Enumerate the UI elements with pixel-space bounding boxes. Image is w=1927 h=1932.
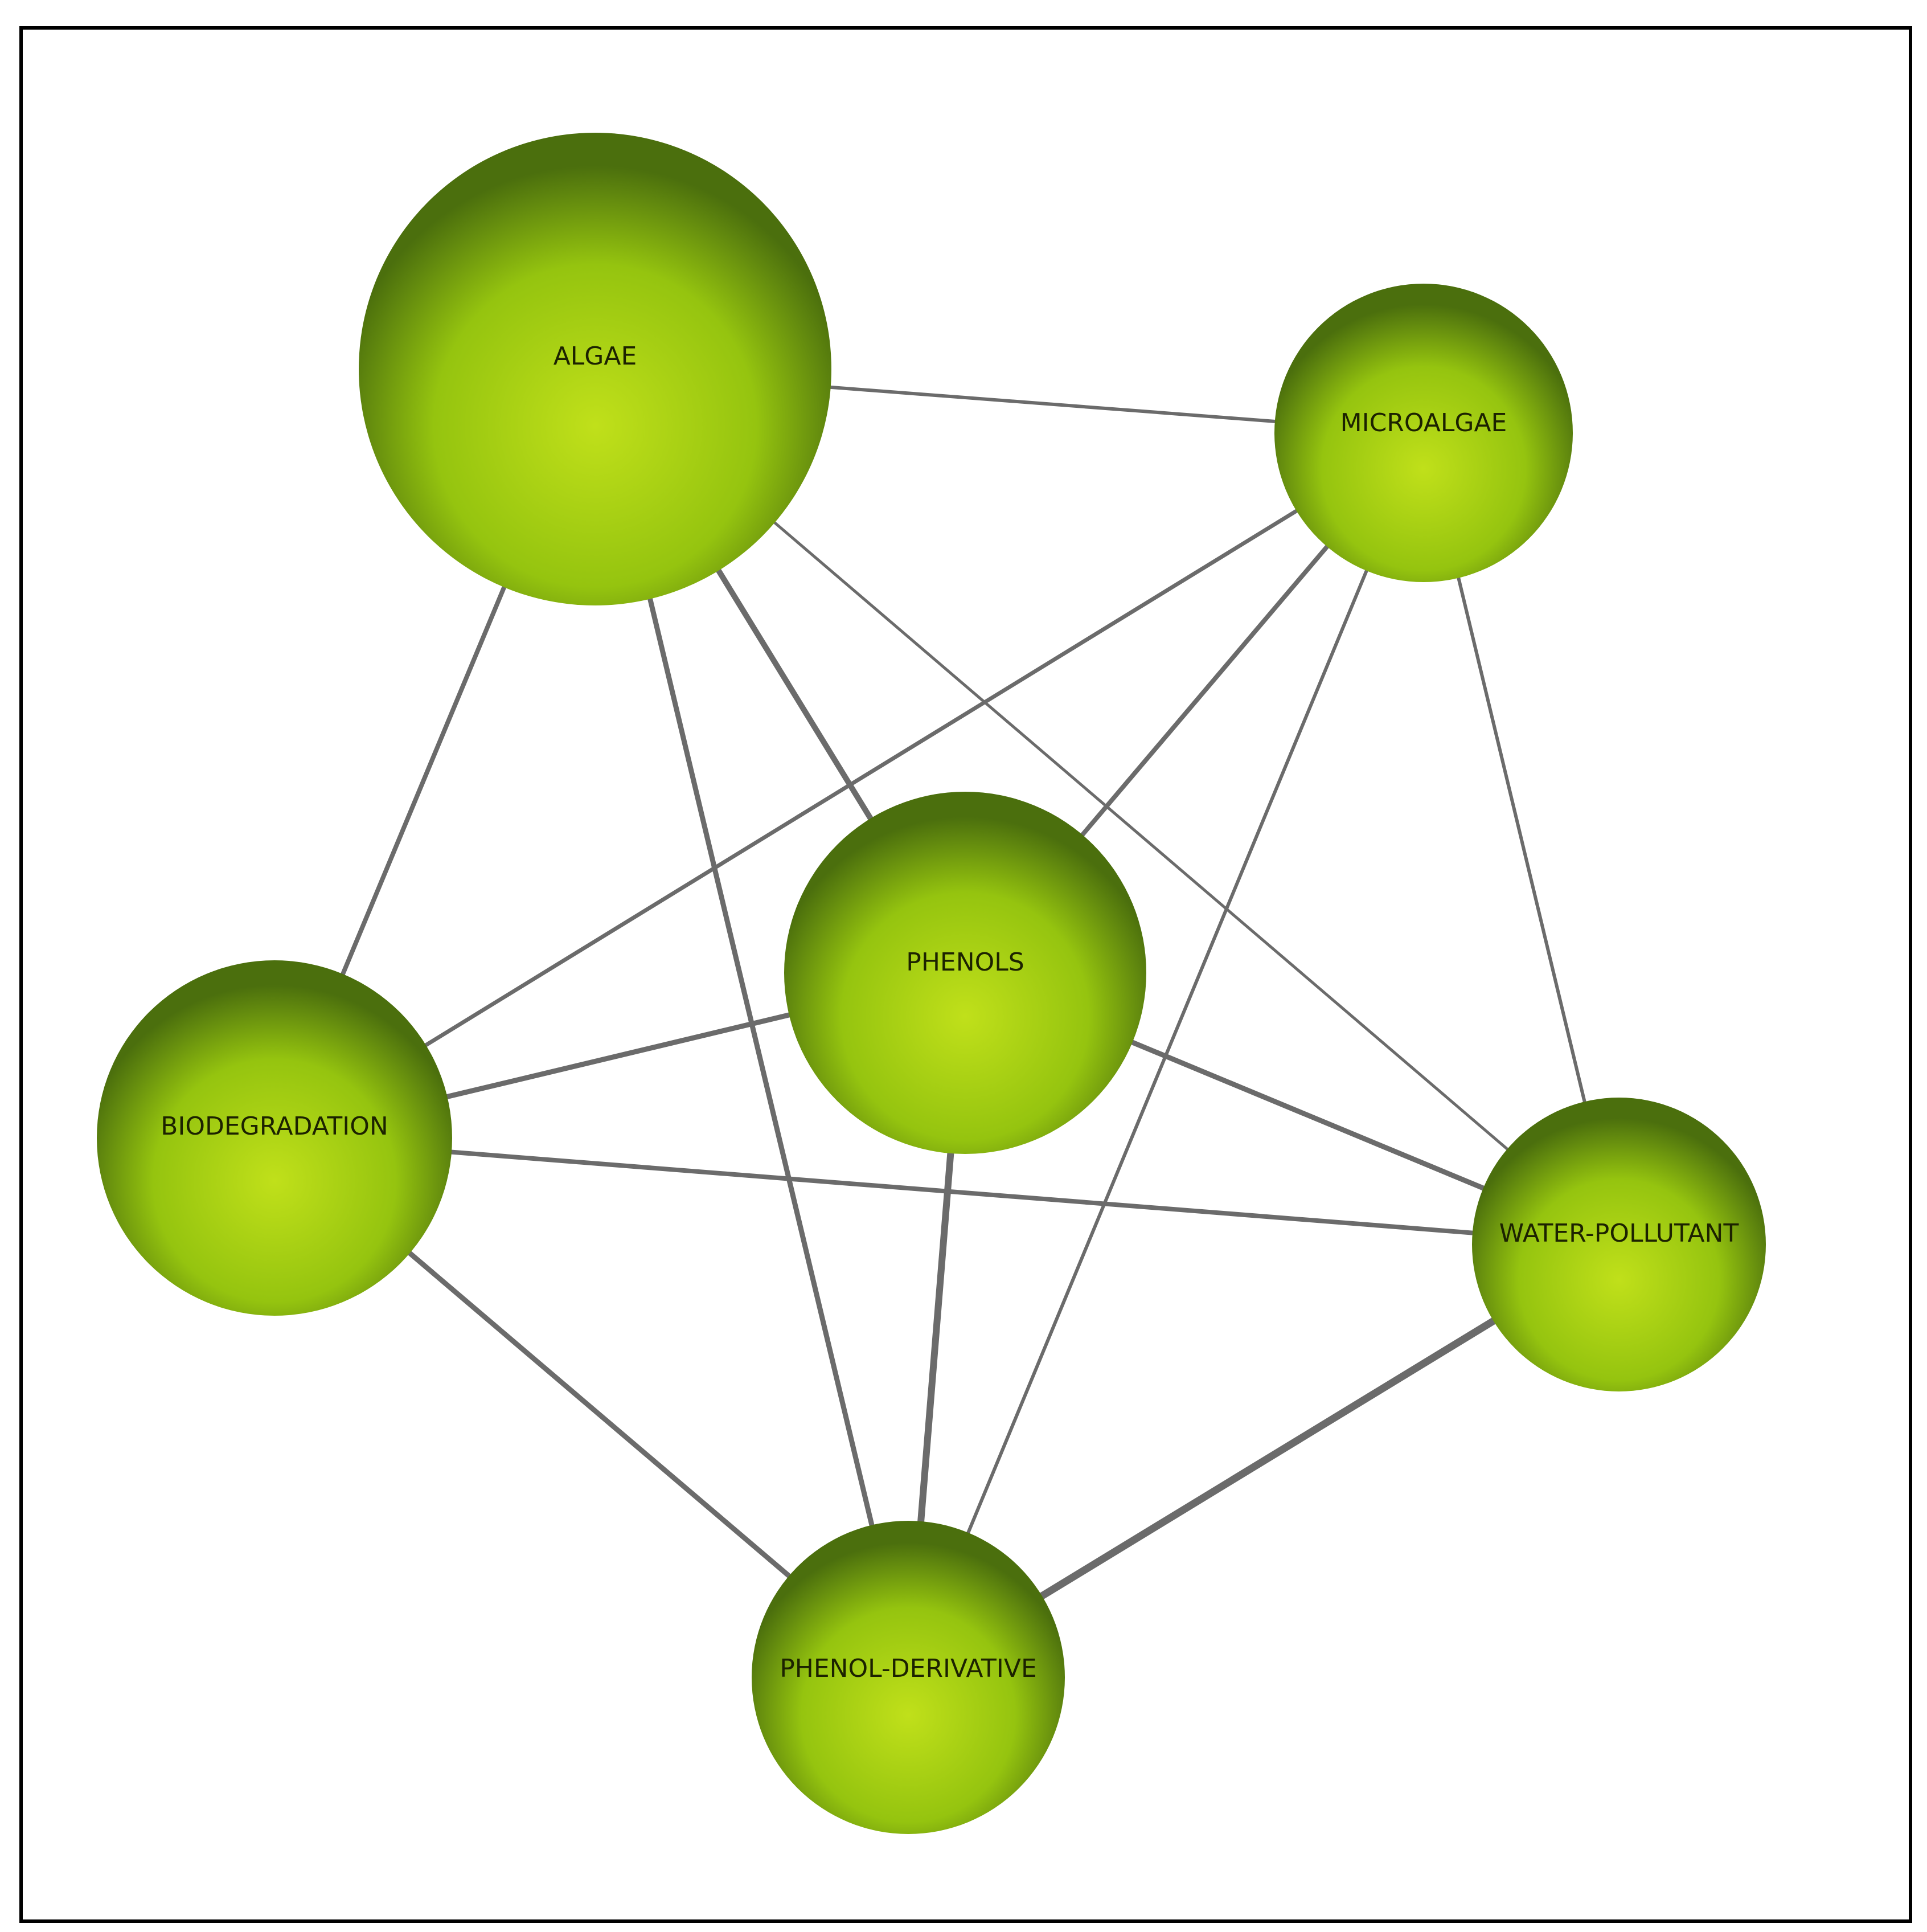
node-microalgae[interactable]: MICROALGAE bbox=[1274, 284, 1573, 582]
node-label-water-pollutant: WATER-POLLUTANT bbox=[1499, 1219, 1739, 1248]
edge-microalgae-biodegradation bbox=[272, 431, 1426, 1140]
node-circle-phenol-derivative[interactable] bbox=[752, 1521, 1065, 1834]
node-circle-biodegradation[interactable] bbox=[97, 960, 452, 1316]
node-water-pollutant[interactable]: WATER-POLLUTANT bbox=[1472, 1098, 1766, 1391]
node-layer: ALGAE MICROALGAE PHENOLS BIODEGRADATION WATE… bbox=[97, 133, 1766, 1834]
node-label-microalgae: MICROALGAE bbox=[1340, 408, 1507, 437]
node-phenol-derivative[interactable]: PHENOL-DERIVATIVE bbox=[752, 1521, 1065, 1834]
node-circle-algae[interactable] bbox=[359, 133, 831, 605]
edge-biodegradation-water-pollutant bbox=[272, 1136, 1621, 1247]
node-label-algae: ALGAE bbox=[554, 342, 637, 371]
node-biodegradation[interactable]: BIODEGRADATION bbox=[97, 960, 452, 1316]
node-label-phenol-derivative: PHENOL-DERIVATIVE bbox=[780, 1654, 1037, 1683]
node-circle-phenols[interactable] bbox=[784, 792, 1146, 1154]
node-label-phenols: PHENOLS bbox=[906, 948, 1024, 977]
node-circle-water-pollutant[interactable] bbox=[1472, 1098, 1766, 1391]
node-phenols[interactable]: PHENOLS bbox=[784, 792, 1146, 1154]
node-algae[interactable]: ALGAE bbox=[359, 133, 831, 605]
node-circle-microalgae[interactable] bbox=[1274, 284, 1573, 582]
node-label-biodegradation: BIODEGRADATION bbox=[161, 1112, 388, 1141]
